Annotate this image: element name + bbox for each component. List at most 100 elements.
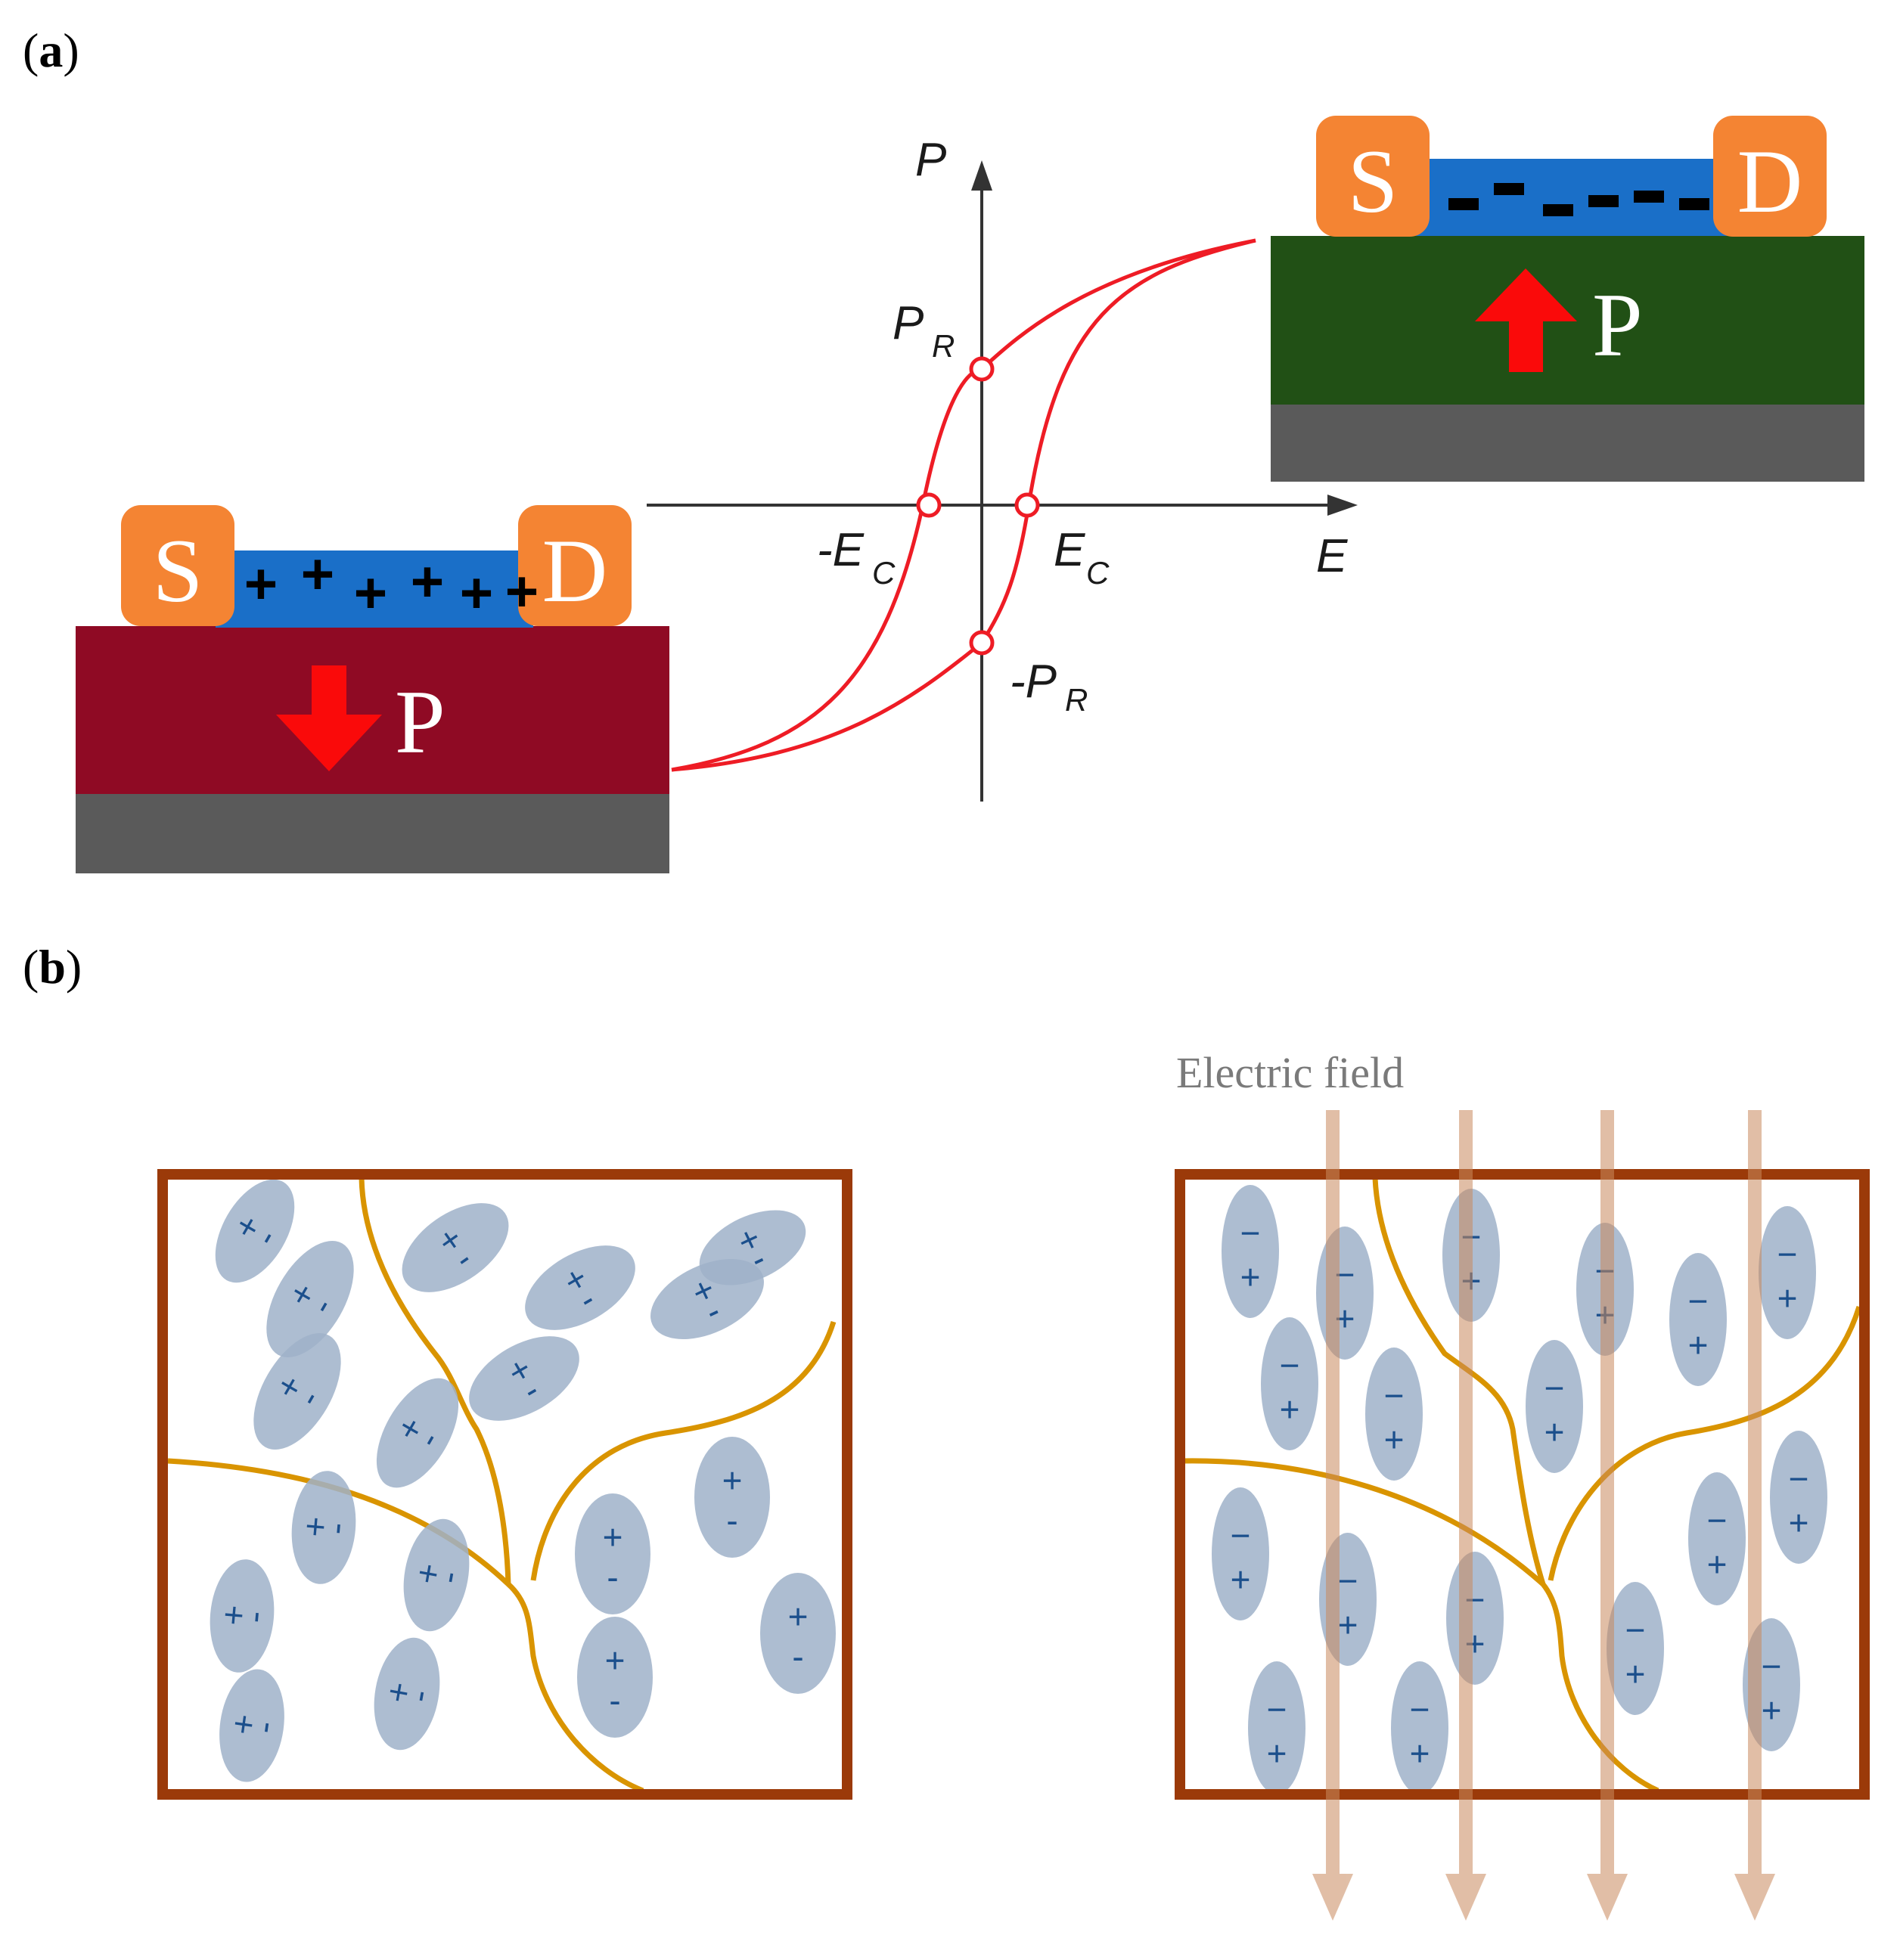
dipole-sign: − bbox=[1280, 1345, 1300, 1385]
dipole: −+ bbox=[1248, 1661, 1305, 1794]
dipole-body bbox=[1261, 1317, 1318, 1450]
neg-pr-subscript: R bbox=[1065, 682, 1088, 718]
dipole: +- bbox=[699, 1210, 806, 1285]
field-arrowhead bbox=[1734, 1874, 1775, 1921]
dipole-sign: − bbox=[1267, 1689, 1287, 1729]
dipole: −+ bbox=[1759, 1206, 1816, 1339]
domain-wall bbox=[1372, 1177, 1546, 1586]
right-drain-electrode bbox=[1713, 116, 1827, 237]
dipole-sign: + bbox=[1338, 1605, 1358, 1644]
left-charge: + bbox=[244, 552, 278, 616]
dipole-body bbox=[575, 1493, 650, 1614]
right-sample-box bbox=[1175, 1169, 1870, 1800]
right-charge bbox=[1679, 198, 1709, 210]
y-axis-arrowhead bbox=[971, 160, 992, 191]
dipole-sign: − bbox=[1545, 1368, 1565, 1407]
right-source-label: S bbox=[1348, 131, 1399, 231]
dipole: +- bbox=[210, 1559, 274, 1673]
poled-ferroelectric-box: −+−+−+−+−+−+−+−+−+−+−+−+−+−+−+−+−+−+ Ele… bbox=[1175, 1048, 1870, 1921]
left-polarization-label: P bbox=[395, 671, 446, 772]
dipole-sign: − bbox=[1789, 1459, 1809, 1498]
dipole: +- bbox=[760, 1573, 836, 1694]
dipole-sign: − bbox=[1384, 1375, 1405, 1415]
dipole-body bbox=[1365, 1348, 1423, 1481]
dipole: −+ bbox=[1365, 1348, 1423, 1481]
domain-wall bbox=[1183, 1458, 1659, 1794]
neg-pr-label: -P bbox=[1010, 656, 1057, 708]
coercive-positive-point bbox=[1014, 492, 1040, 518]
dipole: −+ bbox=[1391, 1661, 1448, 1794]
dipole-sign: − bbox=[1707, 1500, 1728, 1540]
dipole-sign: − bbox=[1625, 1610, 1646, 1649]
dipole-body bbox=[577, 1617, 653, 1738]
left-sample-box bbox=[157, 1169, 852, 1800]
dipole-sign: + bbox=[722, 1461, 743, 1500]
right-charge bbox=[1448, 198, 1479, 210]
dipole-sign: + bbox=[1688, 1325, 1709, 1364]
right-charge bbox=[1494, 183, 1524, 195]
right-fet-device: S D P bbox=[1271, 116, 1864, 482]
dipole-body bbox=[374, 1637, 440, 1751]
dipole-body bbox=[1759, 1206, 1816, 1339]
dipole: +- bbox=[469, 1336, 579, 1421]
left-source-electrode bbox=[121, 505, 234, 626]
dipole: −+ bbox=[1669, 1253, 1727, 1386]
dipole: +- bbox=[219, 1669, 284, 1782]
hysteresis-upper-branch bbox=[671, 238, 1256, 772]
dipole-sign: + bbox=[1267, 1733, 1287, 1772]
dipole-sign: + bbox=[294, 1515, 335, 1538]
y-axis-label: P bbox=[915, 134, 946, 186]
right-source-electrode bbox=[1316, 116, 1430, 237]
dipole-body bbox=[402, 1203, 509, 1292]
dipole: +- bbox=[575, 1493, 650, 1614]
left-charge: + bbox=[411, 550, 444, 614]
left-channel bbox=[216, 550, 533, 628]
dipole-sign: + bbox=[1280, 1389, 1300, 1428]
dipole-body bbox=[253, 1333, 341, 1450]
domain-wall bbox=[359, 1177, 511, 1585]
dipole-body bbox=[1212, 1487, 1269, 1620]
remanent-positive-point bbox=[969, 356, 995, 382]
dipole-sign: + bbox=[788, 1597, 809, 1636]
dipole-body bbox=[215, 1179, 295, 1283]
left-charge: + bbox=[460, 561, 493, 625]
dipole: −+ bbox=[1770, 1431, 1827, 1564]
dipole-sign: - bbox=[234, 1609, 274, 1624]
unpoled-ferroelectric-box: +-+-+-+-+-+-+-+-+-+-+-+-+-+-+-+-+-+- bbox=[157, 1169, 852, 1800]
dipole-body bbox=[760, 1573, 836, 1694]
dipole: −+ bbox=[1222, 1185, 1279, 1318]
dipole-body bbox=[1669, 1253, 1727, 1386]
dipole: −+ bbox=[1607, 1582, 1664, 1715]
ec-label: E bbox=[1054, 524, 1085, 576]
dipole: +- bbox=[376, 1378, 459, 1488]
dipole-sign: + bbox=[1231, 1559, 1251, 1599]
dipole-body bbox=[699, 1210, 806, 1285]
dipole-sign: + bbox=[605, 1641, 626, 1680]
coercive-negative-point bbox=[916, 492, 942, 518]
electric-field-arrows bbox=[1312, 1110, 1775, 1921]
left-ferroelectric-layer bbox=[76, 626, 669, 794]
electric-field-label: Electric field bbox=[1176, 1048, 1404, 1097]
ec-subscript: C bbox=[1086, 555, 1110, 591]
left-source-label: S bbox=[153, 520, 203, 621]
dipole: +- bbox=[402, 1203, 509, 1292]
dipole: +- bbox=[266, 1241, 354, 1357]
dipole-sign: + bbox=[1707, 1544, 1728, 1583]
domain-wall bbox=[530, 1320, 837, 1581]
dipole-body bbox=[694, 1437, 770, 1558]
dipole-body bbox=[1526, 1340, 1583, 1473]
dipole-body bbox=[1607, 1582, 1664, 1715]
left-substrate bbox=[76, 794, 669, 873]
dipole-sign: + bbox=[1410, 1733, 1430, 1772]
left-dipole-group: +-+-+-+-+-+-+-+-+-+-+-+-+-+-+-+-+-+- bbox=[210, 1179, 836, 1782]
neg-ec-subscript: C bbox=[872, 555, 896, 591]
dipole: −+ bbox=[1526, 1340, 1583, 1473]
dipole: −+ bbox=[1212, 1487, 1269, 1620]
panel-b-label: (b) bbox=[23, 940, 82, 994]
left-polarization-arrow-down bbox=[276, 665, 382, 771]
right-channel bbox=[1411, 159, 1728, 236]
pr-subscript: R bbox=[932, 328, 955, 364]
hysteresis-plot: P E P R -P R E C -E C bbox=[647, 134, 1358, 802]
dipole: +- bbox=[403, 1518, 470, 1632]
